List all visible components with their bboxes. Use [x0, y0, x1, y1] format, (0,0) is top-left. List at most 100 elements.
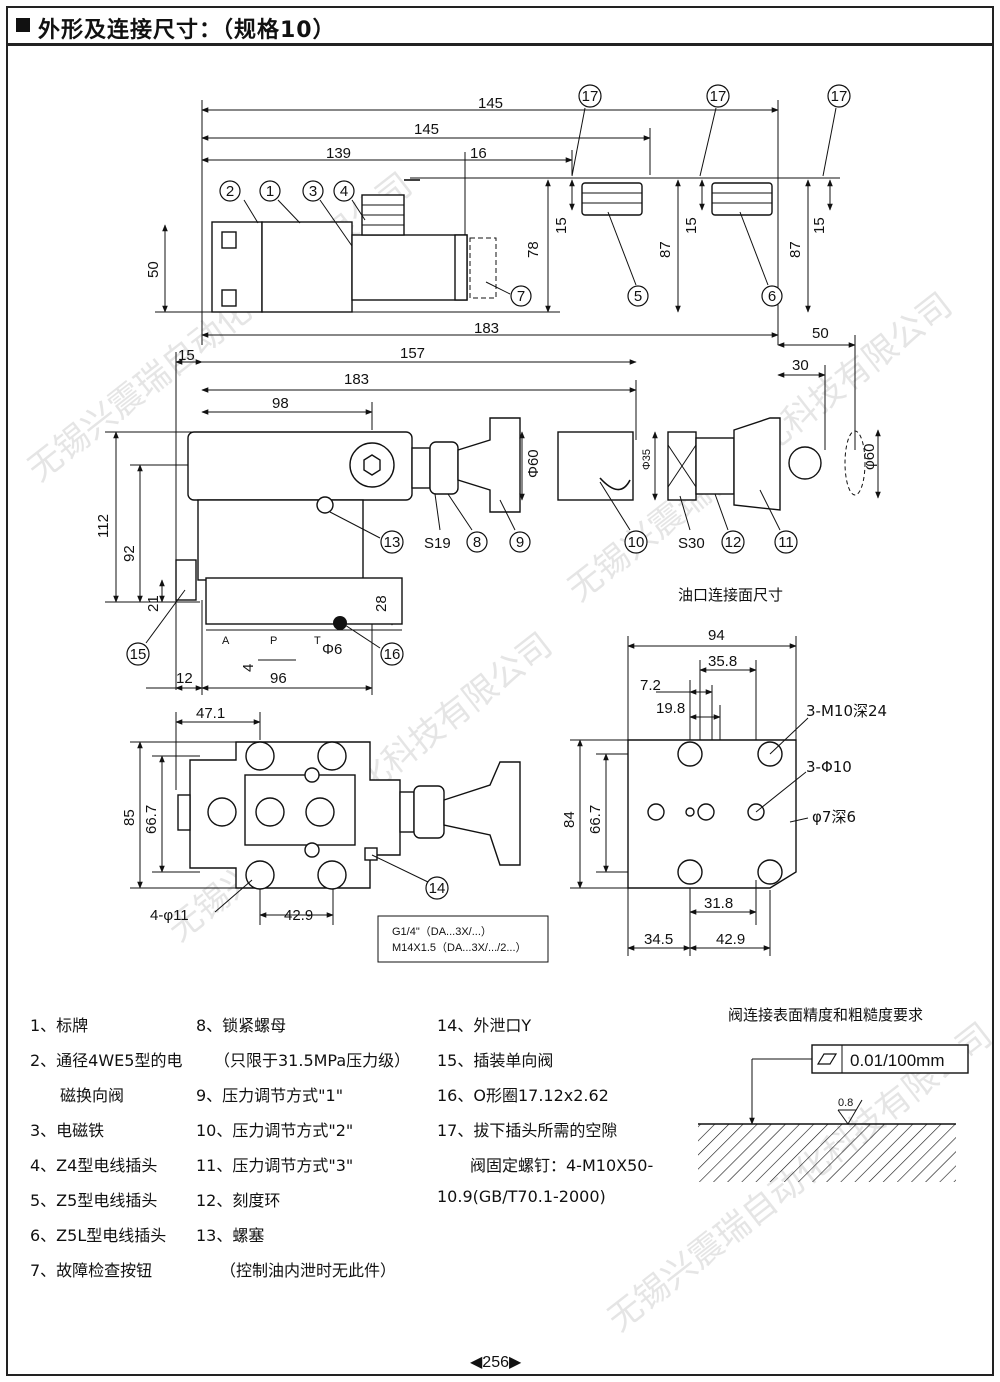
dim-text: 50 [812, 325, 829, 342]
dim-text: 7.2 [640, 677, 661, 694]
port-face-view: 油口连接面尺寸 [561, 586, 887, 956]
balloon: 7 [510, 285, 532, 307]
svg-text:5: 5 [634, 288, 642, 305]
svg-text:17: 17 [582, 88, 599, 105]
dim-text: 4-φ11 [150, 907, 189, 924]
header-square-icon [16, 18, 30, 32]
svg-text:14: 14 [429, 880, 446, 897]
svg-text:10: 10 [628, 534, 645, 551]
legend-item: 16、O形圈17.12x2.62 [437, 1086, 609, 1105]
dim-text: 183 [474, 320, 499, 337]
symbol-text: Φ35 [641, 449, 653, 470]
dim-text: 92 [121, 545, 138, 562]
dim-text: 15 [178, 347, 195, 364]
svg-text:4: 4 [340, 183, 348, 200]
svg-text:7: 7 [517, 288, 525, 305]
legend-item: 12、刻度环 [196, 1191, 281, 1210]
legend-item: 17、拔下插头所需的空隙 [437, 1121, 618, 1140]
dim-text: 85 [121, 809, 138, 826]
dim-text: 84 [561, 811, 578, 828]
dim-text: 28 [373, 595, 390, 612]
port-label: P [270, 635, 277, 647]
svg-text:3: 3 [309, 183, 317, 200]
dim-text: 15 [553, 217, 570, 234]
thread-spec: G1/4"（DA...3X/...） [392, 925, 492, 938]
dim-text: 66.7 [143, 805, 160, 834]
svg-text:8: 8 [473, 534, 481, 551]
balloon: 15 [126, 642, 150, 666]
flatness-value: 0.01/100mm [850, 1051, 945, 1070]
symbol-text: φ60 [861, 444, 878, 470]
bottom-view: G1/4"（DA...3X/...） M14X1.5（DA...3X/.../2… [121, 705, 549, 963]
legend-item: 6、Z5L型电线插头 [30, 1226, 167, 1245]
dim-text: 145 [414, 121, 439, 138]
balloon: 3 [302, 180, 324, 202]
legend-item: 1、标牌 [30, 1016, 89, 1035]
svg-text:16: 16 [384, 646, 401, 663]
page-number: ◀256▶ [470, 1354, 522, 1371]
front-view: 15 157 183 98 50 30 112 92 21 28 4 12 96… [95, 325, 881, 695]
legend-item: 磁换向阀 [60, 1086, 125, 1105]
surface-title: 阀连接表面精度和粗糙度要求 [728, 1006, 923, 1024]
balloon: 9 [509, 531, 531, 553]
svg-text:17: 17 [710, 88, 727, 105]
callout-text: 3-M10深24 [806, 702, 887, 720]
dim-text: 47.1 [196, 705, 225, 722]
dim-text: 19.8 [656, 700, 685, 717]
svg-text:13: 13 [384, 534, 401, 551]
surface-spec: 阀连接表面精度和粗糙度要求 0.01/100mm 0.8 [698, 1006, 969, 1182]
page-header: 外形及连接尺寸：（规格10） [6, 6, 994, 46]
symbol-text: S30 [678, 535, 705, 552]
legend-item: （控制油内泄时无此件） [220, 1261, 397, 1280]
page-frame [6, 46, 994, 1376]
svg-text:6: 6 [768, 288, 776, 305]
dim-text: 96 [270, 670, 287, 687]
balloon: 6 [761, 285, 783, 307]
balloon: 8 [466, 531, 488, 553]
legend-item: 2、通径4WE5型的电 [30, 1051, 183, 1070]
balloon: 16 [380, 642, 404, 666]
svg-text:1: 1 [266, 183, 274, 200]
dim-text: 157 [400, 345, 425, 362]
dim-text: 87 [657, 241, 674, 258]
port-face-title: 油口连接面尺寸 [678, 586, 783, 604]
legend-item: 阀固定螺钉：4-M10X50- [470, 1156, 654, 1175]
legend-item: （只限于31.5MPa压力级） [214, 1051, 411, 1070]
dim-text: 145 [478, 95, 503, 112]
dim-text: 94 [708, 627, 725, 644]
dim-text: 31.8 [704, 895, 733, 912]
legend-item: 4、Z4型电线插头 [30, 1156, 158, 1175]
callout-text: φ7深6 [812, 808, 856, 826]
balloon: 11 [774, 530, 798, 554]
dim-text: 139 [326, 145, 351, 162]
legend-item: 15、插装单向阀 [437, 1051, 554, 1070]
dim-text: 15 [811, 217, 828, 234]
dim-text: 78 [525, 241, 542, 258]
balloon: 4 [333, 180, 355, 202]
legend-item: 8、锁紧螺母 [196, 1016, 287, 1035]
dim-text: 15 [683, 217, 700, 234]
legend-item: 10、压力调节方式"2" [196, 1121, 354, 1140]
legend-item: 5、Z5型电线插头 [30, 1191, 158, 1210]
svg-text:11: 11 [778, 534, 794, 551]
port-label: A [222, 635, 230, 647]
top-view: 145 145 139 16 78 50 15 87 15 87 15 183 … [145, 84, 851, 345]
dim-text: 30 [792, 357, 809, 374]
balloon: 12 [721, 530, 745, 554]
dim-text: 21 [145, 595, 162, 612]
symbol-text: Φ6 [322, 641, 342, 658]
legend-item: 7、故障检查按钮 [30, 1261, 153, 1280]
dim-text: 183 [344, 371, 369, 388]
balloon: 1 [259, 180, 281, 202]
legend-item: 10.9(GB/T70.1-2000) [437, 1187, 606, 1206]
callout-text: 3-Φ10 [806, 758, 852, 776]
dim-text: 42.9 [284, 907, 313, 924]
dim-text: 87 [787, 241, 804, 258]
dim-text: 35.8 [708, 653, 737, 670]
port-label: T [314, 635, 321, 647]
dim-text: 66.7 [587, 805, 604, 834]
balloon: 17 [578, 84, 602, 108]
page-title: 外形及连接尺寸：（规格10） [38, 18, 336, 43]
dim-text: 4 [240, 664, 257, 672]
